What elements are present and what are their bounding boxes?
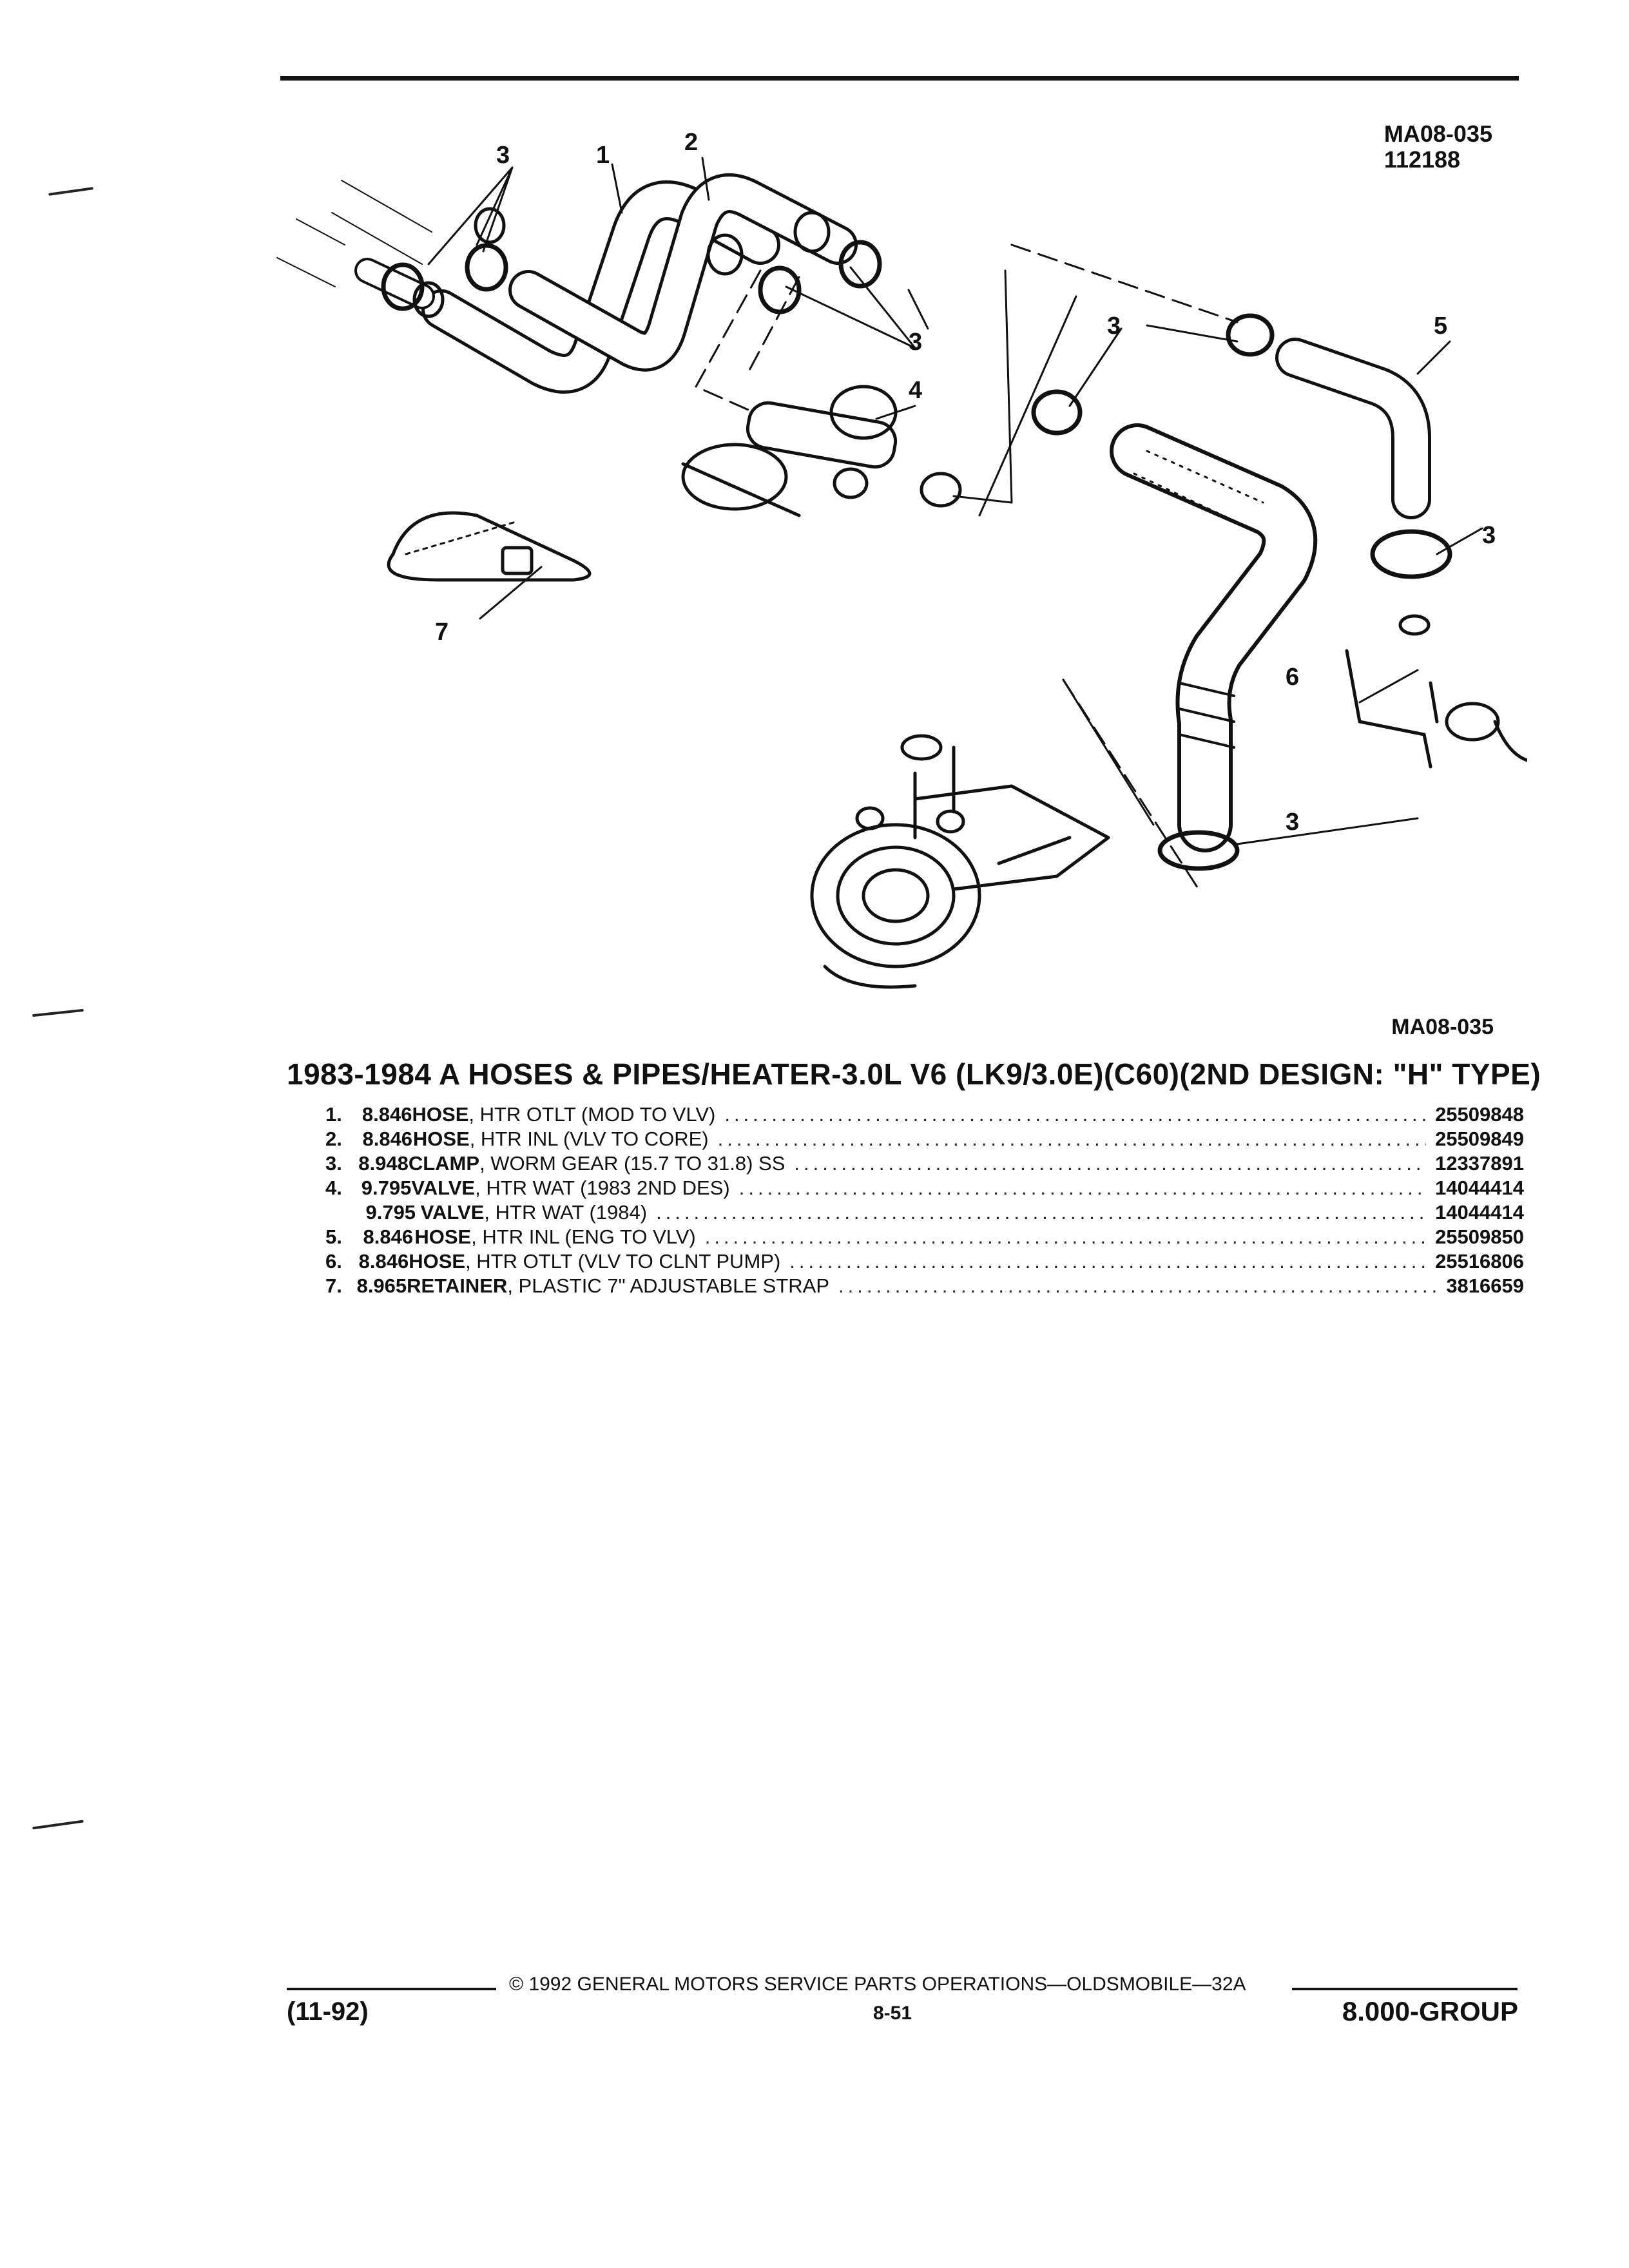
footer-rule-left <box>287 1988 496 1990</box>
leader-dots: ........................................… <box>738 1177 1427 1199</box>
clamp-shape <box>381 262 425 311</box>
callout-number: 2 <box>684 129 699 156</box>
part-description: HOSE, HTR OTLT (MOD TO VLV) <box>412 1103 716 1126</box>
part-description: HOSE, HTR OTLT (VLV TO CLNT PUMP) <box>409 1250 780 1273</box>
item-number: 1. <box>325 1103 342 1126</box>
retainer-7-shape <box>387 511 592 582</box>
part-number: 25509848 <box>1435 1103 1524 1126</box>
group-number: 8.846 <box>363 1225 414 1248</box>
footer-page-number: 8-51 <box>873 2003 912 2024</box>
leader-dots: ........................................… <box>794 1152 1427 1175</box>
part-name: VALVE <box>411 1177 476 1199</box>
parts-list-row: 2. 8.846 HOSE, HTR INL (VLV TO CORE) ...… <box>287 1128 1524 1152</box>
part-description: VALVE, HTR WAT (1983 2ND DES) <box>411 1177 729 1200</box>
parts-list-row: 4. 9.795 VALVE, HTR WAT (1983 2ND DES) .… <box>287 1177 1524 1201</box>
part-number: 14044414 <box>1435 1177 1524 1199</box>
callout-number: 1 <box>596 142 610 169</box>
figure-code: MA08-035 <box>1383 120 1492 147</box>
group-number: 9.795 <box>365 1201 416 1224</box>
part-detail: , HTR OTLT (MOD TO VLV) <box>468 1103 716 1126</box>
part-number: 25509850 <box>1435 1225 1524 1248</box>
leader-dots: ........................................… <box>789 1250 1427 1273</box>
figure-date-code: 112188 <box>1383 146 1461 173</box>
parts-list-row: 3. 8.948 CLAMP, WORM GEAR (15.7 TO 31.8)… <box>287 1152 1524 1177</box>
parts-list-row: 9.795 VALVE, HTR WAT (1984) ............… <box>287 1201 1524 1225</box>
footer-group: 8.000-GROUP <box>1342 1996 1518 2026</box>
parts-list-row: 7. 8.965 RETAINER, PLASTIC 7" ADJUSTABLE… <box>287 1274 1524 1299</box>
parts-list-row: 6. 8.846 HOSE, HTR OTLT (VLV TO CLNT PUM… <box>287 1250 1524 1274</box>
binder-mark <box>32 1008 84 1017</box>
part-name: HOSE <box>414 1225 472 1248</box>
item-number: 6. <box>325 1250 342 1273</box>
part-detail: , WORM GEAR (15.7 TO 31.8) SS <box>479 1152 786 1175</box>
part-detail: , HTR WAT (1984) <box>484 1201 648 1224</box>
item-number: 2. <box>325 1128 342 1150</box>
footer-date: (11-92) <box>287 1997 369 2026</box>
water-pump-shape <box>810 823 981 968</box>
part-name: CLAMP <box>408 1152 480 1175</box>
top-rule <box>280 76 1519 81</box>
part-name: RETAINER <box>407 1274 508 1297</box>
leader-dots: ........................................… <box>717 1128 1426 1150</box>
group-number: 8.846 <box>358 1250 409 1273</box>
exploded-view-illustration <box>276 157 1527 989</box>
part-name: VALVE <box>420 1201 485 1224</box>
part-detail: , PLASTIC 7" ADJUSTABLE STRAP <box>507 1274 830 1297</box>
part-description: HOSE, HTR INL (ENG TO VLV) <box>414 1225 695 1249</box>
figure-code-bottom: MA08-035 <box>1391 1015 1494 1039</box>
item-number: 7. <box>325 1274 342 1297</box>
group-number: 8.965 <box>356 1274 407 1297</box>
part-detail: , HTR WAT (1983 2ND DES) <box>475 1177 730 1199</box>
part-number: 25516806 <box>1435 1250 1524 1273</box>
footer-rule-right <box>1292 1988 1518 1990</box>
part-description: RETAINER, PLASTIC 7" ADJUSTABLE STRAP <box>407 1274 829 1298</box>
group-number: 9.795 <box>361 1177 412 1199</box>
callout-number: 3 <box>909 329 923 356</box>
leader-dots: ........................................… <box>724 1103 1426 1126</box>
callout-number: 3 <box>1482 522 1496 549</box>
part-name: HOSE <box>409 1250 466 1273</box>
binder-mark <box>48 187 93 196</box>
callout-number: 3 <box>496 142 510 169</box>
callout-number: 6 <box>1286 664 1300 691</box>
item-number: 5. <box>325 1225 342 1248</box>
callout-number: 4 <box>909 377 923 404</box>
callout-number: 3 <box>1286 809 1300 836</box>
figure-code-block: MA08-035 112188 <box>1384 121 1492 173</box>
part-number: 25509849 <box>1435 1128 1524 1150</box>
parts-list-row: 5. 8.846 HOSE, HTR INL (ENG TO VLV) ....… <box>287 1225 1524 1250</box>
binder-mark <box>32 1820 84 1830</box>
part-number: 3816659 <box>1446 1274 1524 1297</box>
section-title: 1983-1984 A HOSES & PIPES/HEATER-3.0L V6… <box>287 1057 1541 1091</box>
callout-number: 3 <box>1107 312 1121 340</box>
part-description: HOSE, HTR INL (VLV TO CORE) <box>413 1128 709 1151</box>
footer-copyright: © 1992 GENERAL MOTORS SERVICE PARTS OPER… <box>509 1974 1246 1995</box>
callout-number: 5 <box>1434 312 1448 340</box>
part-detail: , HTR INL (VLV TO CORE) <box>469 1128 709 1150</box>
leader-dots: ........................................… <box>838 1274 1437 1297</box>
callout-number: 7 <box>435 619 449 646</box>
group-number: 8.846 <box>361 1103 412 1126</box>
part-description: CLAMP, WORM GEAR (15.7 TO 31.8) SS <box>409 1152 786 1175</box>
part-name: HOSE <box>412 1103 469 1126</box>
parts-list-row: 1. 8.846 HOSE, HTR OTLT (MOD TO VLV) ...… <box>287 1103 1524 1128</box>
part-description: VALVE, HTR WAT (1984) <box>421 1201 647 1224</box>
part-number: 14044414 <box>1435 1201 1524 1224</box>
item-number: 4. <box>325 1177 342 1199</box>
valve-4-shape <box>746 401 898 469</box>
part-name: HOSE <box>412 1128 470 1150</box>
group-number: 8.846 <box>362 1128 413 1150</box>
part-number: 12337891 <box>1435 1152 1524 1175</box>
part-detail: , HTR INL (ENG TO VLV) <box>471 1225 696 1248</box>
group-number: 8.948 <box>358 1152 409 1175</box>
parts-list: 1. 8.846 HOSE, HTR OTLT (MOD TO VLV) ...… <box>287 1103 1524 1299</box>
leader-dots: ........................................… <box>704 1225 1426 1248</box>
item-number: 3. <box>325 1152 342 1175</box>
leader-dots: ........................................… <box>656 1201 1426 1224</box>
part-detail: , HTR OTLT (VLV TO CLNT PUMP) <box>465 1250 781 1273</box>
